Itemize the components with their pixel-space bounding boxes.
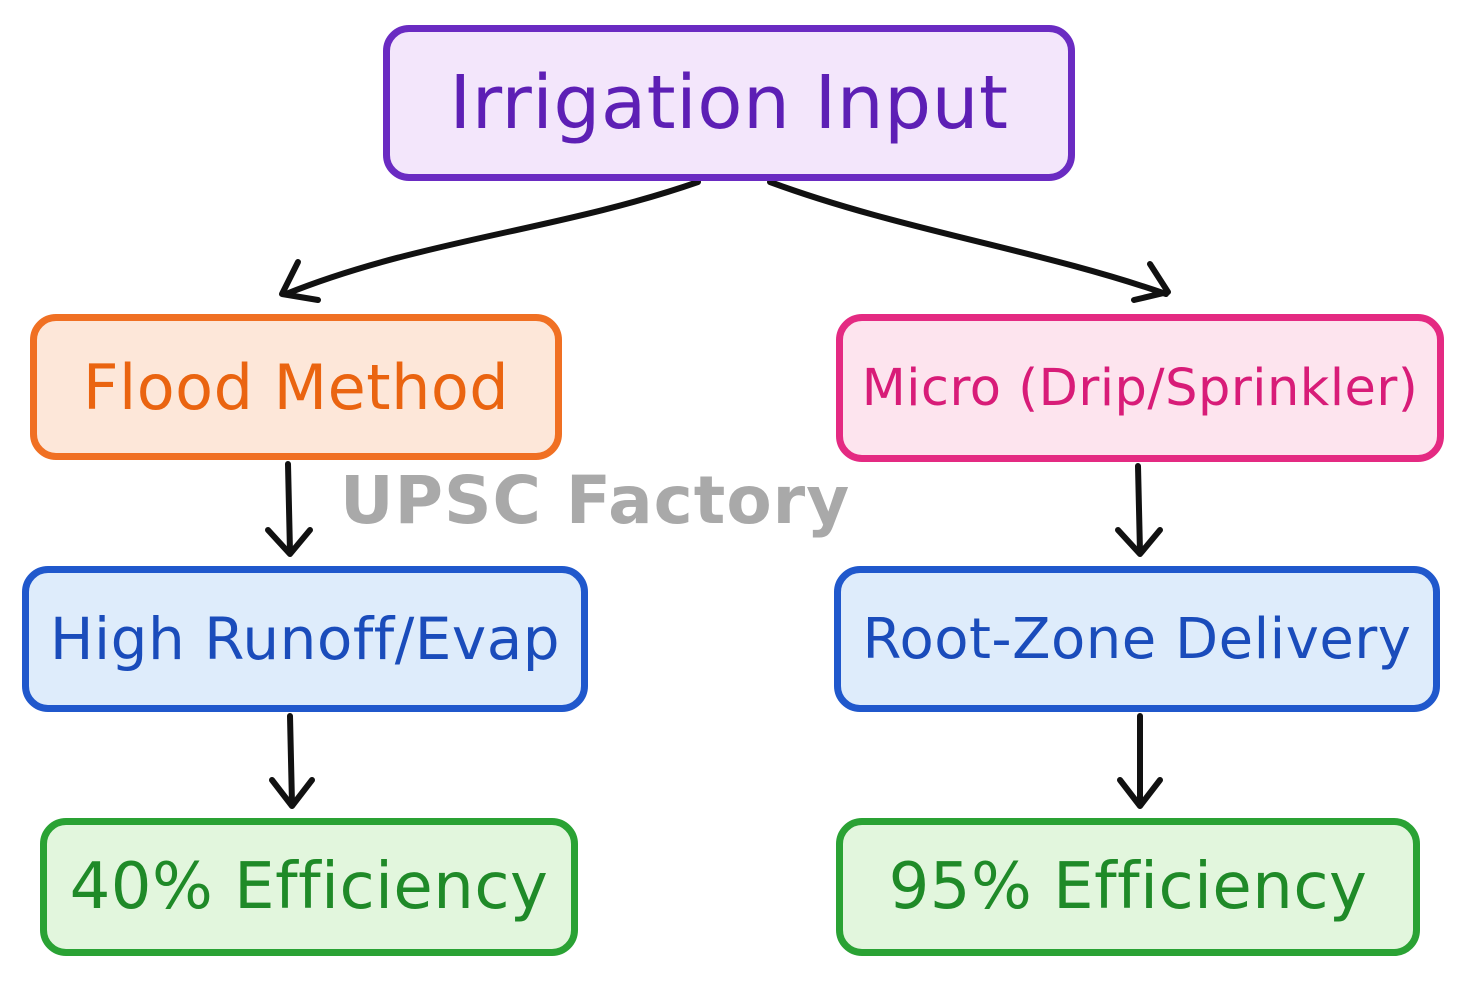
node-efficiency-40: 40% Efficiency	[40, 818, 578, 956]
edge-root-to-micro	[767, 179, 1169, 297]
node-flood-method: Flood Method	[30, 314, 562, 460]
edge-root-to-flood	[283, 179, 701, 297]
edge-flood-to-runoff	[285, 461, 293, 555]
edge-runoff-to-eff-40	[287, 713, 295, 807]
node-high-runoff: High Runoff/Evap	[22, 566, 588, 712]
arrowhead-root-to-micro	[1131, 261, 1171, 303]
node-efficiency-40-label: 40% Efficiency	[69, 850, 549, 924]
arrowhead-root-to-flood	[279, 259, 321, 303]
node-flood-method-label: Flood Method	[82, 350, 510, 424]
arrowhead-flood-to-runoff	[265, 527, 313, 557]
node-root-zone-delivery: Root-Zone Delivery	[834, 566, 1440, 712]
node-high-runoff-label: High Runoff/Evap	[49, 605, 561, 673]
node-micro-irrigation-label: Micro (Drip/Sprinkler)	[861, 358, 1419, 418]
node-irrigation-input: Irrigation Input	[383, 25, 1075, 181]
node-micro-irrigation: Micro (Drip/Sprinkler)	[836, 314, 1444, 462]
arrowhead-runoff-to-eff-40	[269, 777, 315, 809]
watermark: UPSC Factory	[340, 462, 851, 539]
node-irrigation-input-label: Irrigation Input	[449, 60, 1009, 146]
node-root-zone-delivery-label: Root-Zone Delivery	[862, 606, 1412, 672]
edge-micro-to-root-zone	[1135, 463, 1143, 555]
arrowhead-micro-to-root-zone	[1115, 527, 1163, 557]
node-efficiency-95: 95% Efficiency	[836, 818, 1420, 956]
arrowhead-root-zone-to-eff-95	[1117, 777, 1163, 809]
node-efficiency-95-label: 95% Efficiency	[888, 850, 1368, 924]
